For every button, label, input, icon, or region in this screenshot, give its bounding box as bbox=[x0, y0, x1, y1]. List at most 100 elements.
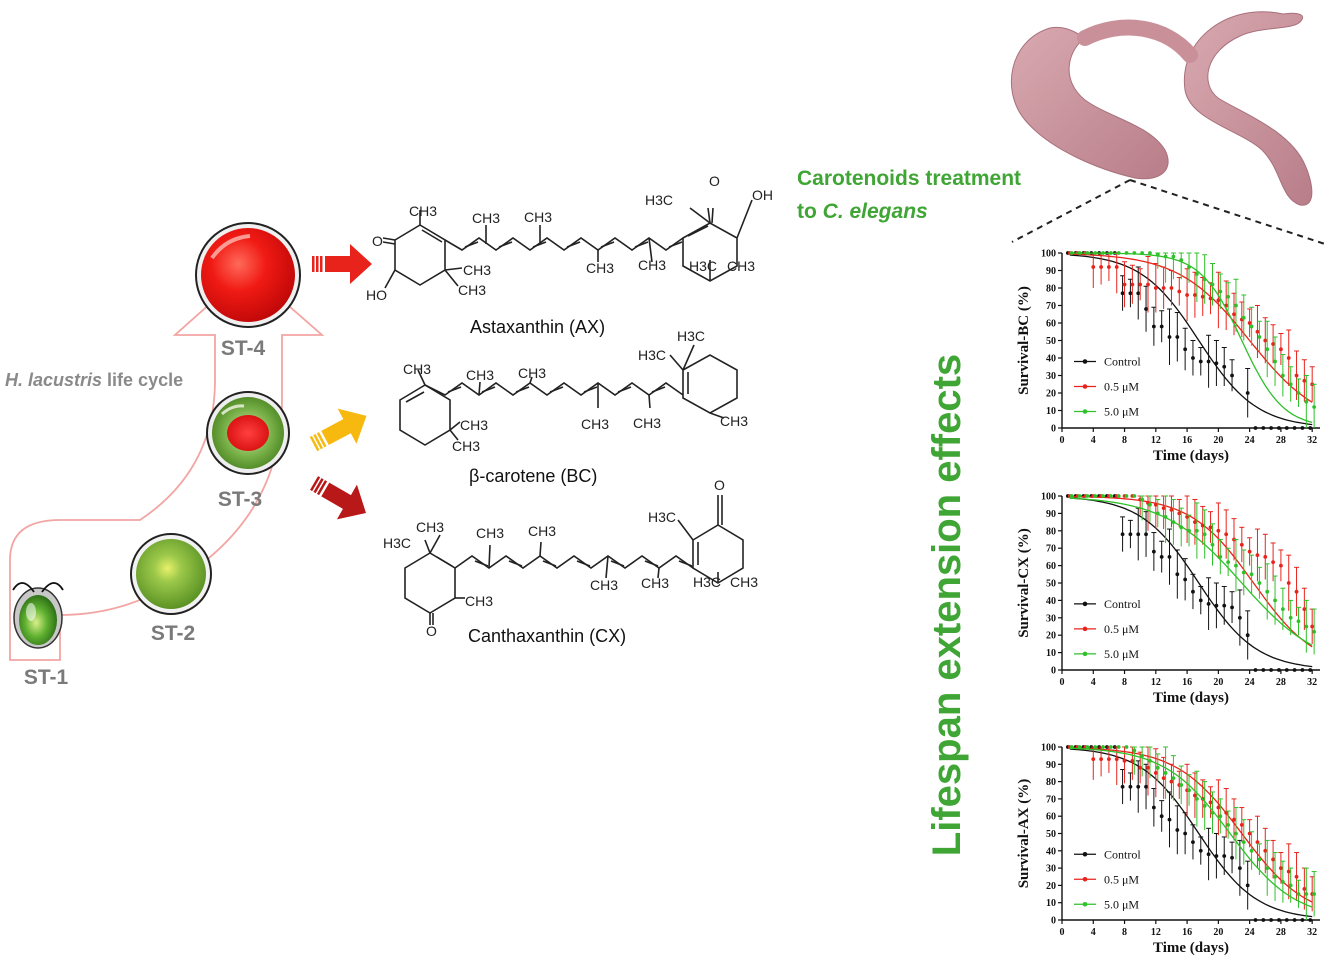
y-tick-label: 0 bbox=[1051, 916, 1056, 927]
data-point-control bbox=[1214, 361, 1219, 366]
data-point-low bbox=[1255, 329, 1260, 334]
data-point-low bbox=[1224, 532, 1229, 537]
ax-label-h3c-1: H3C bbox=[645, 192, 673, 208]
data-point-high bbox=[1069, 494, 1074, 498]
data-point-control bbox=[1144, 532, 1148, 537]
fit-curve-low bbox=[1069, 253, 1313, 403]
data-point-low bbox=[1232, 312, 1236, 317]
ax-label-ch3-4: CH3 bbox=[463, 262, 491, 278]
x-tick-label: 32 bbox=[1307, 435, 1317, 446]
data-point-low bbox=[1146, 765, 1150, 770]
data-point-low bbox=[1286, 869, 1291, 874]
data-point-control bbox=[1159, 814, 1164, 819]
y-tick-label: 90 bbox=[1046, 760, 1056, 771]
data-point-control bbox=[1253, 426, 1258, 430]
data-point-high bbox=[1148, 502, 1152, 507]
ax-label-ch3-5: CH3 bbox=[458, 282, 486, 298]
data-point-low bbox=[1099, 757, 1103, 762]
x-tick-label: 12 bbox=[1151, 677, 1161, 688]
fit-curve-high bbox=[1069, 747, 1313, 908]
ax-label-h3c-2: H3C bbox=[689, 258, 717, 274]
data-point-control bbox=[1144, 784, 1148, 789]
astaxanthin-name: Astaxanthin (AX) bbox=[470, 317, 605, 337]
legend-label-high: 5.0 μM bbox=[1104, 405, 1139, 419]
data-point-low bbox=[1208, 296, 1213, 301]
data-point-low bbox=[1091, 757, 1096, 762]
zoom-line-right bbox=[1129, 179, 1326, 245]
data-point-control bbox=[1292, 668, 1297, 672]
data-point-high bbox=[1249, 848, 1254, 853]
x-tick-label: 8 bbox=[1122, 927, 1127, 938]
legend-label-high: 5.0 μM bbox=[1104, 647, 1139, 661]
data-point-high bbox=[1194, 528, 1199, 533]
data-point-control bbox=[1128, 784, 1133, 789]
data-point-high bbox=[1234, 831, 1238, 836]
data-point-control bbox=[1284, 668, 1289, 672]
data-point-high bbox=[1280, 373, 1285, 378]
data-point-high bbox=[1187, 265, 1191, 269]
data-point-control bbox=[1222, 854, 1227, 858]
x-tick-label: 32 bbox=[1307, 927, 1317, 938]
data-point-low bbox=[1294, 874, 1299, 879]
data-point-control bbox=[1136, 532, 1141, 537]
y-tick-label: 20 bbox=[1046, 881, 1056, 892]
y-tick-label: 40 bbox=[1046, 596, 1056, 607]
data-point-high bbox=[1155, 765, 1160, 770]
y-tick-label: 80 bbox=[1046, 284, 1056, 295]
bc-label-ch3-1: CH3 bbox=[403, 361, 431, 377]
data-point-high bbox=[1171, 776, 1176, 781]
y-tick-label: 100 bbox=[1041, 492, 1056, 503]
legend-marker-control bbox=[1082, 601, 1088, 607]
data-point-low bbox=[1271, 342, 1275, 346]
ax-label-ch3-2: CH3 bbox=[472, 210, 500, 226]
data-point-control bbox=[1128, 532, 1133, 537]
data-point-low bbox=[1208, 800, 1213, 805]
data-point-low bbox=[1153, 286, 1158, 290]
data-point-control bbox=[1136, 291, 1141, 296]
bc-label-ch3-6: CH3 bbox=[581, 416, 609, 432]
data-point-high bbox=[1155, 252, 1160, 257]
data-point-control bbox=[1151, 549, 1156, 554]
beta-carotene-name: β-carotene (BC) bbox=[469, 466, 597, 486]
data-point-control bbox=[1191, 840, 1195, 845]
legend-label-low: 0.5 μM bbox=[1104, 380, 1139, 394]
data-point-high bbox=[1304, 624, 1309, 629]
data-point-control bbox=[1183, 577, 1188, 582]
ax-label-o-2: O bbox=[372, 233, 383, 249]
y-tick-label: 30 bbox=[1046, 864, 1056, 875]
ax-label-o-1: O bbox=[709, 173, 720, 189]
data-point-low bbox=[1138, 765, 1143, 770]
y-tick-label: 100 bbox=[1041, 743, 1056, 754]
data-point-high bbox=[1085, 251, 1090, 255]
data-point-control bbox=[1120, 532, 1125, 537]
data-point-low bbox=[1208, 525, 1213, 530]
data-point-high bbox=[1140, 251, 1145, 255]
data-point-low bbox=[1263, 338, 1268, 343]
data-point-control bbox=[1214, 603, 1219, 608]
data-point-high bbox=[1085, 745, 1090, 749]
data-point-low bbox=[1279, 563, 1283, 568]
data-point-high bbox=[1288, 883, 1293, 888]
data-point-low bbox=[1153, 502, 1158, 507]
data-point-high bbox=[1218, 814, 1223, 819]
legend-label-control: Control bbox=[1104, 847, 1141, 861]
data-point-low bbox=[1146, 282, 1150, 287]
fit-curve-control bbox=[1069, 254, 1313, 426]
data-point-control bbox=[1175, 335, 1180, 339]
data-point-high bbox=[1234, 303, 1238, 308]
st4-cell-icon bbox=[195, 222, 301, 328]
data-point-low bbox=[1130, 282, 1135, 287]
data-point-low bbox=[1161, 286, 1166, 290]
data-point-control bbox=[1308, 668, 1313, 672]
x-tick-label: 24 bbox=[1245, 435, 1255, 446]
zoom-line-left bbox=[1011, 179, 1131, 243]
data-point-low bbox=[1114, 757, 1119, 762]
data-point-low bbox=[1247, 831, 1252, 836]
cx-label-ch3-1: CH3 bbox=[416, 519, 444, 535]
data-point-low bbox=[1114, 265, 1119, 269]
fit-curve-control bbox=[1069, 497, 1313, 668]
data-point-high bbox=[1085, 494, 1090, 498]
cx-label-ch3-3: CH3 bbox=[528, 523, 556, 539]
